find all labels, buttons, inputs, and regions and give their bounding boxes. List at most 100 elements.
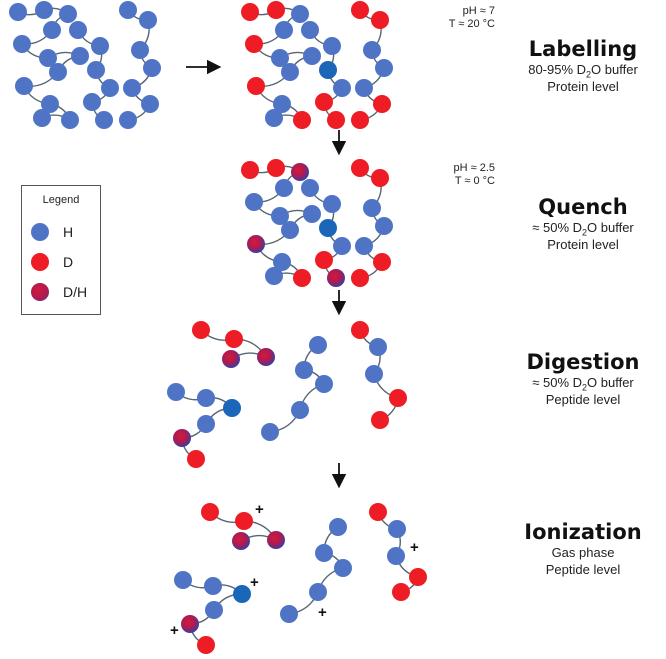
labelling-ph: pH ≈ 7 bbox=[462, 5, 495, 17]
hydrogen-dot-icon bbox=[31, 223, 49, 241]
hydrogen-bead bbox=[174, 571, 192, 589]
deuterium-bead bbox=[371, 169, 389, 187]
hydrogen-bead bbox=[319, 219, 337, 237]
hydrogen-bead bbox=[315, 544, 333, 562]
step-title: Quench bbox=[538, 195, 628, 219]
legend-label: D/H bbox=[63, 284, 88, 300]
flow-arrows bbox=[186, 59, 347, 489]
step-buffer: ≈ 50% D2O buffer bbox=[532, 375, 634, 393]
hydrogen-bead bbox=[315, 375, 333, 393]
mixed-dh-bead bbox=[267, 531, 285, 549]
deuterium-bead bbox=[351, 269, 369, 287]
hydrogen-bead bbox=[61, 111, 79, 129]
step-ionization: Ionization Gas phase Peptide level bbox=[500, 520, 666, 578]
hydrogen-bead bbox=[273, 253, 291, 271]
step-labelling: Labelling 80-95% D2O buffer Protein leve… bbox=[500, 37, 666, 95]
hydrogen-bead bbox=[119, 111, 137, 129]
deuterium-bead bbox=[235, 512, 253, 530]
hydrogen-bead bbox=[275, 21, 293, 39]
mixed-dh-bead bbox=[291, 163, 309, 181]
mixed-dh-bead bbox=[181, 615, 199, 633]
deuterium-bead bbox=[201, 503, 219, 521]
residue-beads bbox=[9, 1, 427, 654]
step-level: Peptide level bbox=[545, 392, 621, 407]
hydrogen-bead bbox=[323, 37, 341, 55]
hydrogen-bead bbox=[131, 41, 149, 59]
hydrogen-bead bbox=[233, 585, 251, 603]
hydrogen-bead bbox=[301, 21, 319, 39]
hydrogen-bead bbox=[197, 389, 215, 407]
hydrogen-bead bbox=[333, 237, 351, 255]
charge-plus-label: + bbox=[250, 574, 259, 591]
quench-conditions: pH ≈ 2.5 T ≈ 0 °C bbox=[405, 162, 495, 188]
hydrogen-bead bbox=[265, 109, 283, 127]
step-quench: Quench ≈ 50% D2O buffer Protein level bbox=[500, 195, 666, 253]
hydrogen-bead bbox=[363, 199, 381, 217]
hydrogen-bead bbox=[363, 41, 381, 59]
legend-label: D bbox=[63, 254, 74, 270]
hydrogen-bead bbox=[13, 35, 31, 53]
step-phase: Gas phase bbox=[551, 545, 615, 560]
legend-title: Legend bbox=[42, 194, 80, 206]
hydrogen-bead bbox=[167, 383, 185, 401]
hydrogen-bead bbox=[39, 49, 57, 67]
hydrogen-bead bbox=[69, 21, 87, 39]
deuterium-bead bbox=[315, 93, 333, 111]
mixed-dh-bead bbox=[247, 235, 265, 253]
hydrogen-bead bbox=[83, 93, 101, 111]
step-level: Protein level bbox=[547, 237, 619, 252]
mixed-dh-bead bbox=[327, 269, 345, 287]
quench-temperature: T ≈ 0 °C bbox=[454, 175, 495, 187]
hydrogen-bead bbox=[123, 79, 141, 97]
peptide-digested-1-link bbox=[200, 329, 268, 360]
deuterium-bead bbox=[241, 3, 259, 21]
labelling-temperature: T ≈ 20 °C bbox=[448, 18, 495, 30]
hydrogen-bead bbox=[280, 605, 298, 623]
hydrogen-bead bbox=[41, 95, 59, 113]
deuterium-bead bbox=[327, 111, 345, 129]
deuterium-bead bbox=[267, 159, 285, 177]
hydrogen-bead bbox=[355, 79, 373, 97]
hydrogen-bead bbox=[49, 63, 67, 81]
deuterium-bead bbox=[373, 95, 391, 113]
mixed-dh-bead bbox=[232, 532, 250, 550]
deuterium-bead bbox=[409, 568, 427, 586]
hydrogen-bead bbox=[387, 547, 405, 565]
hydrogen-bead bbox=[333, 79, 351, 97]
hydrogen-bead bbox=[291, 401, 309, 419]
hydrogen-bead bbox=[261, 423, 279, 441]
deuterium-bead bbox=[187, 450, 205, 468]
labelling-conditions: pH ≈ 7 T ≈ 20 °C bbox=[405, 5, 495, 31]
deuterium-bead bbox=[351, 321, 369, 339]
hydrogen-bead bbox=[365, 365, 383, 383]
step-title: Labelling bbox=[528, 37, 638, 61]
mixed-dh-dot-icon bbox=[31, 283, 49, 301]
mixed-dh-bead bbox=[173, 429, 191, 447]
deuterium-bead bbox=[351, 159, 369, 177]
step-level: Peptide level bbox=[545, 562, 621, 577]
deuterium-bead bbox=[197, 636, 215, 654]
step-title: Ionization bbox=[524, 520, 642, 544]
deuterium-bead bbox=[192, 321, 210, 339]
hydrogen-bead bbox=[265, 267, 283, 285]
deuterium-bead bbox=[267, 1, 285, 19]
hydrogen-bead bbox=[291, 5, 309, 23]
hydrogen-bead bbox=[275, 179, 293, 197]
deuterium-dot-icon bbox=[31, 253, 49, 271]
hydrogen-bead bbox=[35, 1, 53, 19]
hydrogen-bead bbox=[375, 59, 393, 77]
step-digestion: Digestion ≈ 50% D2O buffer Peptide level bbox=[500, 350, 666, 408]
hydrogen-bead bbox=[281, 221, 299, 239]
legend-box: Legend H D D/H bbox=[21, 185, 101, 315]
deuterium-bead bbox=[351, 111, 369, 129]
peptide-digested-3-link bbox=[269, 344, 325, 433]
hydrogen-bead bbox=[271, 207, 289, 225]
step-title: Digestion bbox=[526, 350, 640, 374]
hydrogen-bead bbox=[59, 5, 77, 23]
mixed-dh-bead bbox=[257, 348, 275, 366]
hydrogen-bead bbox=[369, 338, 387, 356]
hydrogen-bead bbox=[95, 111, 113, 129]
hydrogen-bead bbox=[323, 195, 341, 213]
deuterium-bead bbox=[247, 77, 265, 95]
hydrogen-bead bbox=[273, 95, 291, 113]
